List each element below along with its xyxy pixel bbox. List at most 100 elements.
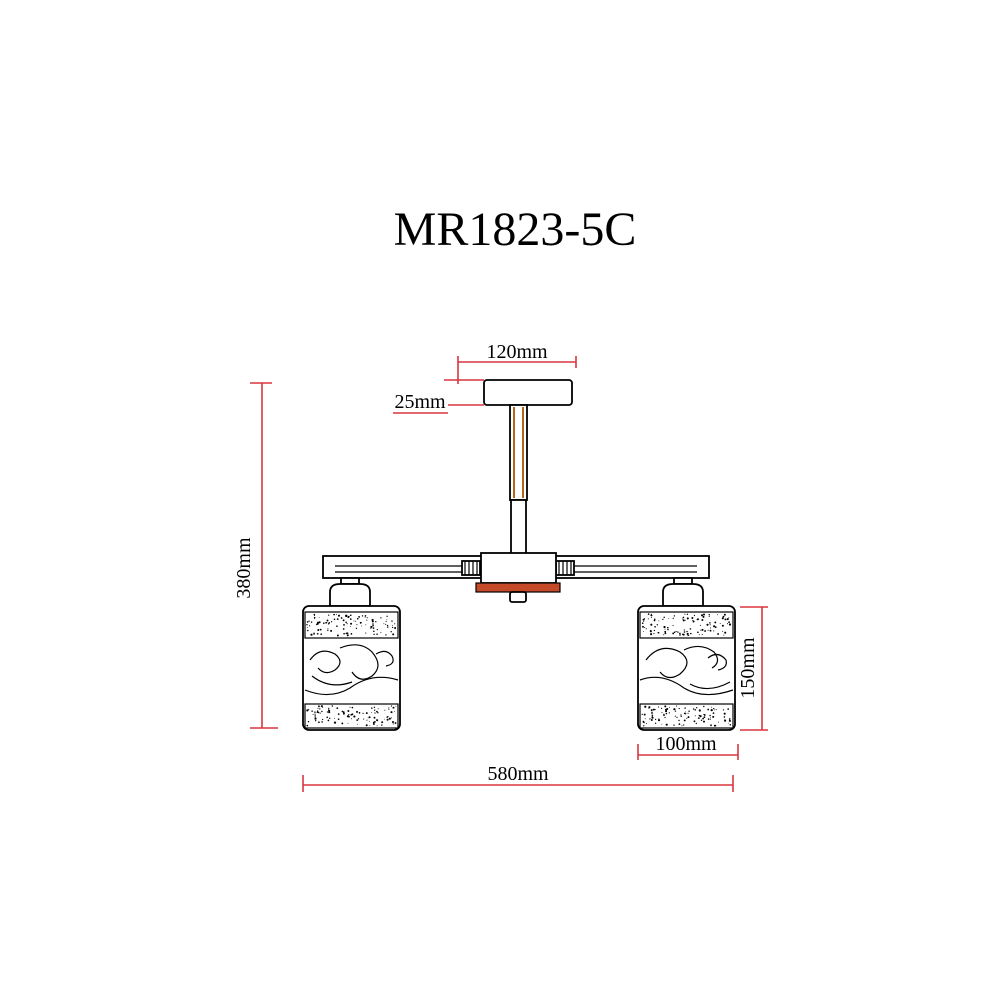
glass-speckle bbox=[333, 721, 337, 724]
glass-speckle bbox=[683, 719, 686, 722]
glass-speckle bbox=[657, 706, 660, 708]
glass-speckle bbox=[313, 632, 315, 635]
glass-speckle bbox=[380, 617, 382, 619]
glass-speckle bbox=[356, 719, 359, 721]
glass-speckle bbox=[682, 616, 685, 619]
glass-speckle bbox=[374, 712, 376, 714]
glass-speckle bbox=[647, 618, 649, 620]
glass-speckle bbox=[313, 613, 316, 616]
glass-speckle bbox=[653, 708, 655, 710]
glass-speckle bbox=[651, 716, 654, 719]
glass-speckle bbox=[644, 718, 646, 720]
glass-speckle bbox=[673, 708, 676, 711]
glass-speckle bbox=[724, 618, 727, 621]
glass-speckle bbox=[330, 629, 333, 632]
total-height-dimension: 380mm bbox=[233, 382, 278, 729]
glass-speckle bbox=[723, 712, 726, 715]
glass-speckle bbox=[388, 708, 390, 710]
glass-speckle bbox=[385, 621, 387, 623]
glass-speckle bbox=[337, 614, 341, 617]
glass-speckle bbox=[724, 719, 727, 722]
glass-speckle bbox=[710, 709, 713, 712]
glass-speckle bbox=[394, 623, 396, 625]
glass-speckle bbox=[365, 724, 368, 727]
glass-speckle bbox=[309, 625, 311, 627]
glass-speckle bbox=[682, 618, 684, 620]
glass-speckle bbox=[328, 711, 331, 714]
glass-speckle bbox=[312, 713, 314, 715]
glass-speckle bbox=[684, 707, 686, 709]
ceiling-canopy bbox=[483, 379, 573, 406]
glass-speckle bbox=[390, 717, 392, 719]
glass-speckle bbox=[350, 622, 353, 625]
glass-speckle bbox=[365, 624, 367, 626]
glass-speckle bbox=[686, 617, 689, 620]
glass-speckle bbox=[680, 714, 682, 716]
glass-speckle bbox=[702, 613, 706, 616]
glass-speckle bbox=[383, 623, 385, 625]
glass-speckle bbox=[700, 629, 702, 631]
glass-speckle bbox=[392, 706, 395, 709]
shade-height-label: 150mm bbox=[737, 637, 759, 699]
glass-speckle bbox=[385, 634, 387, 636]
glass-speckle bbox=[328, 614, 330, 616]
glass-speckle bbox=[698, 634, 700, 636]
glass-speckle bbox=[307, 709, 310, 711]
glass-speckle bbox=[386, 624, 389, 627]
glass-speckle bbox=[373, 723, 375, 725]
glass-speckle bbox=[314, 714, 316, 716]
glass-speckle bbox=[714, 621, 717, 624]
glass-speckle bbox=[347, 722, 349, 724]
glass-speckle bbox=[394, 722, 397, 724]
glass-speckle bbox=[326, 716, 329, 719]
glass-speckle bbox=[347, 616, 349, 619]
center-hub bbox=[475, 552, 561, 603]
glass-speckle bbox=[358, 712, 361, 714]
glass-speckle bbox=[327, 719, 330, 722]
glass-speckle bbox=[728, 617, 730, 619]
total-width-label: 580mm bbox=[487, 763, 549, 785]
shade-width-label: 100mm bbox=[655, 733, 717, 755]
glass-speckle bbox=[689, 628, 692, 630]
glass-speckle bbox=[658, 620, 660, 622]
glass-speckle bbox=[373, 706, 376, 708]
glass-speckle bbox=[348, 715, 350, 718]
glass-speckle bbox=[710, 718, 711, 720]
glass-speckle bbox=[349, 618, 352, 620]
glass-speckle bbox=[320, 705, 323, 708]
glass-speckle bbox=[376, 710, 378, 713]
glass-speckle bbox=[707, 718, 710, 720]
glass-speckle bbox=[358, 616, 360, 618]
glass-speckle bbox=[394, 627, 396, 630]
glass-speckle bbox=[321, 718, 324, 721]
left-lamp bbox=[302, 577, 401, 731]
glass-speckle bbox=[704, 630, 707, 632]
canopy-width-label: 120mm bbox=[486, 341, 548, 363]
glass-speckle bbox=[642, 625, 644, 628]
glass-speckle bbox=[336, 634, 339, 637]
glass-speckle bbox=[386, 716, 388, 718]
down-rod bbox=[509, 404, 528, 555]
glass-speckle bbox=[394, 710, 395, 712]
glass-speckle bbox=[654, 722, 657, 724]
glass-speckle bbox=[658, 718, 660, 720]
glass-speckle bbox=[355, 620, 357, 622]
glass-speckle bbox=[678, 719, 680, 722]
glass-speckle bbox=[316, 623, 318, 626]
shade-width-dimension: 100mm bbox=[637, 733, 739, 760]
glass-speckle bbox=[685, 711, 686, 713]
glass-speckle bbox=[691, 617, 694, 619]
glass-speckle bbox=[390, 631, 392, 633]
glass-speckle bbox=[376, 629, 378, 631]
canopy-height-dimension: 25mm bbox=[393, 391, 484, 414]
glass-speckle bbox=[719, 623, 721, 624]
glass-speckle bbox=[364, 616, 366, 618]
glass-speckle bbox=[355, 627, 358, 630]
glass-speckle bbox=[388, 707, 390, 709]
glass-speckle bbox=[724, 718, 726, 720]
glass-speckle bbox=[319, 708, 321, 710]
glass-speckle bbox=[365, 632, 367, 634]
glass-speckle bbox=[648, 706, 651, 709]
glass-speckle bbox=[661, 707, 663, 709]
